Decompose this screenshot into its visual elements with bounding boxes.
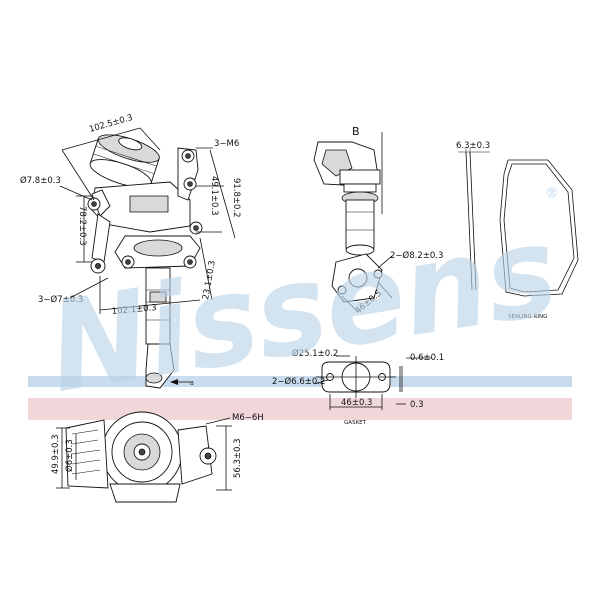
bottom-view: M6−6H 49.9±0.3 Ø6±0.3 56.3±0.3 [51,411,264,503]
main-dim-height-mid: 49.1±0.3 [209,176,219,216]
bottom-dim-height: 49.9±0.3 [51,434,61,474]
main-dim-holes: 3−Ø7±0.3 [38,294,83,305]
side-dim-holes: 2−Ø8.2±0.3 [390,250,443,261]
gasket-dim-bore: Ø25.1±0.2 [292,348,338,359]
main-dim-thread: 3−M6 [214,139,239,149]
gasket-view: Ø25.1±0.2 2−Ø6.6±0.2 46±0.3 GASKET 0.6±0… [272,348,444,426]
ring-dim-thickness: 6.3±0.3 [456,141,490,151]
watermark-registered-mark: ® [544,185,560,203]
watermark-logo-text: Nissens [40,199,566,421]
bottom-dim-total: 56.3±0.3 [233,438,243,478]
gasket-dim-holes: 2−Ø6.6±0.2 [272,376,325,387]
main-view: 102.5±0.3 3−M6 Ø7.8±0.3 91.8±0.2 49.1±0.… [20,113,241,389]
main-dim-bore: Ø7.8±0.3 [20,175,61,186]
gasket-dim-spacing: 46±0.3 [341,398,372,408]
side-view: B 2−Ø8.2±0.3 46±0.5 [313,125,443,316]
watermark-band-blue [28,376,572,387]
bottom-dim-pin: Ø6±0.3 [64,439,75,472]
bottom-dim-thread: M6−6H [232,413,264,423]
view-arrow-label: B [190,381,194,387]
gasket-caption: GASKET [344,420,367,426]
view-b-label: B [352,125,360,138]
watermark-band-pink [28,398,572,420]
ring-caption: SEALING RING [508,314,547,320]
gasket-dim-bead: 0.3 [410,400,424,410]
main-dim-height-right: 91.8±0.2 [231,178,241,218]
main-dim-length: 102.1±0.3 [111,303,157,317]
ring-view: 6.3±0.3 SEALING RING [456,141,579,320]
gasket-dim-thickness: 0.6±0.1 [410,353,444,363]
main-dim-height-left: 78.2±0.3 [77,206,87,246]
